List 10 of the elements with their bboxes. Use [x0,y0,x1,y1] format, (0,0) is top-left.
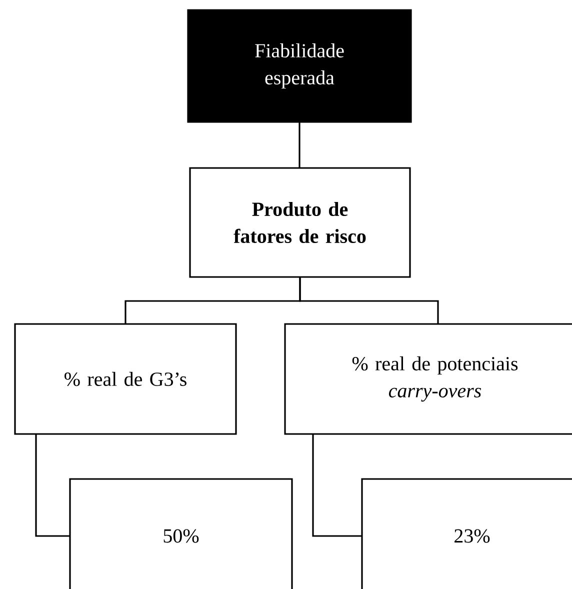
process-box: % real de potenciais carry-overs [284,323,572,435]
heading-box: Fiabilidade esperada [187,9,412,123]
connector-line [298,122,300,168]
connector-line [312,434,362,537]
value-box: 23% [361,478,572,589]
process-box: Produto de fatores de risco [189,167,411,278]
process-box: % real de G3’s [14,323,237,435]
connector-line [35,434,70,537]
value-box: 50% [69,478,293,589]
connector-line [299,277,439,324]
